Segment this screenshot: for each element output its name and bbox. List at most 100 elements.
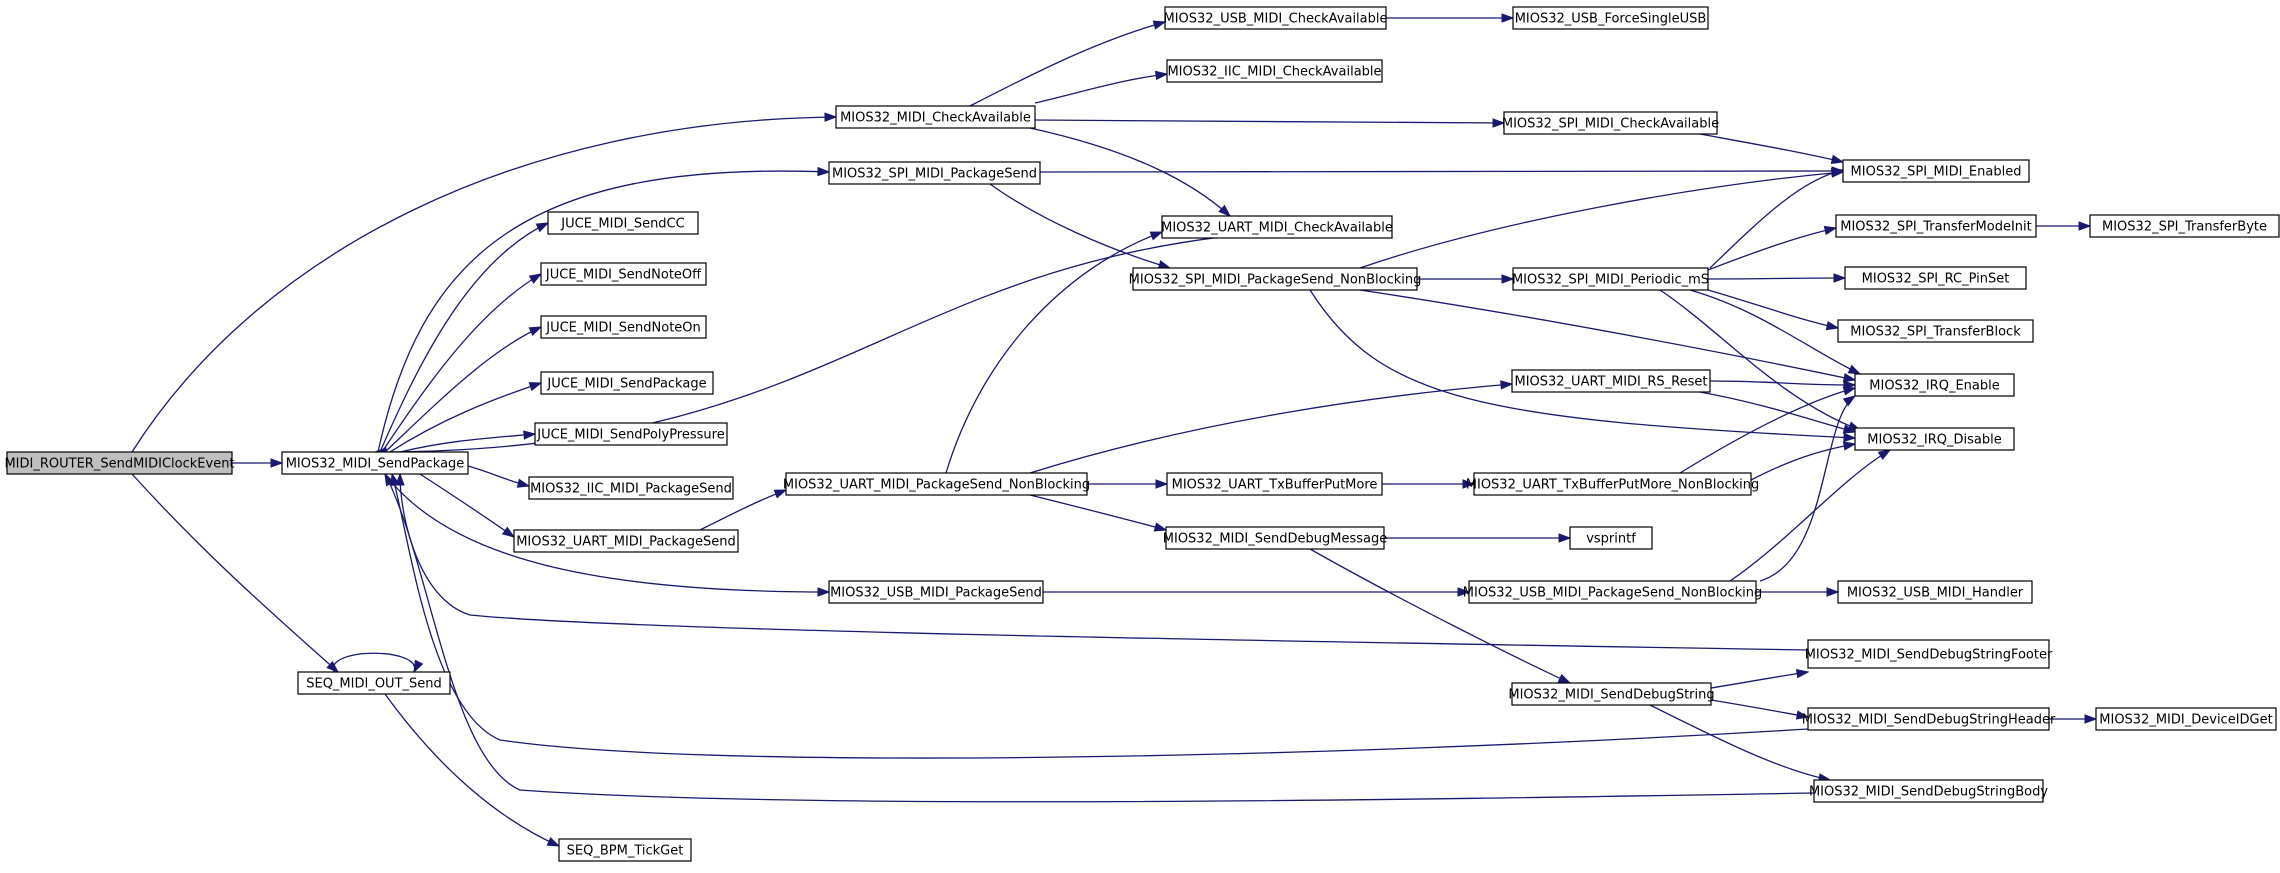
node-spipkgnb[interactable]: MIOS32_SPI_MIDI_PackageSend_NonBlocking (1129, 267, 1422, 291)
arrowhead (1149, 231, 1164, 241)
node-label: MIOS32_SPI_TransferByte (2102, 220, 2267, 235)
node-uartpkgsend[interactable]: MIOS32_UART_MIDI_PackageSend (513, 529, 739, 553)
node-sendpkg[interactable]: MIOS32_MIDI_SendPackage (281, 451, 469, 475)
node-usbpkgnb[interactable]: MIOS32_USB_MIDI_PackageSend_NonBlocking (1463, 580, 1762, 604)
edge-spipkgnb-to-irqdisable (1309, 289, 1857, 443)
node-bpm[interactable]: SEQ_BPM_TickGet (558, 838, 692, 862)
node-seqout[interactable]: SEQ_MIDI_OUT_Send (297, 671, 451, 695)
node-uarttxmore[interactable]: MIOS32_UART_TxBufferPutMore (1166, 472, 1383, 496)
edge-line (1699, 391, 1856, 433)
edge-usbcheck-to-usbforce (1386, 13, 1515, 23)
node-label: MIDI_ROUTER_SendMIDIClockEvent (4, 457, 234, 472)
arrowhead (1843, 432, 1857, 443)
node-iiccheck[interactable]: MIOS32_IIC_MIDI_CheckAvailable (1166, 59, 1383, 83)
node-label: MIOS32_SPI_MIDI_CheckAvailable (1502, 117, 1719, 132)
edge-line (384, 326, 542, 453)
node-header[interactable]: MIOS32_MIDI_SendDebugStringHeader (1802, 707, 2056, 731)
node-jucecc[interactable]: JUCE_MIDI_SendCC (547, 211, 699, 235)
node-footer[interactable]: MIOS32_MIDI_SendDebugStringFooter (1805, 639, 2053, 669)
edge-line (1309, 289, 1856, 439)
node-label: MIOS32_MIDI_SendDebugStringBody (1809, 785, 2048, 800)
node-box (2089, 214, 2280, 238)
node-box (1837, 580, 2033, 604)
node-checkavail[interactable]: MIOS32_MIDI_CheckAvailable (835, 105, 1036, 129)
edge-line (389, 382, 542, 453)
node-irqdisable[interactable]: MIOS32_IRQ_Disable (1854, 427, 2015, 451)
node-usbhandler[interactable]: MIOS32_USB_MIDI_Handler (1837, 580, 2033, 604)
node-label: MIOS32_IIC_MIDI_CheckAvailable (1167, 65, 1381, 80)
edge-footer-to-sendpkg (395, 472, 1809, 651)
edge-usbpkgnb-to-usbhandler (1756, 587, 1840, 597)
edge-uartrsreset-to-irqdisable (1699, 391, 1857, 434)
node-usbcheck[interactable]: MIOS32_USB_MIDI_CheckAvailable (1164, 6, 1388, 30)
edge-spiperiodic-to-spitransinit (1707, 225, 1838, 271)
node-usbforce[interactable]: MIOS32_USB_ForceSingleUSB (1512, 6, 1709, 30)
node-spicheck[interactable]: MIOS32_SPI_MIDI_CheckAvailable (1502, 111, 1719, 135)
node-uartpkgnb[interactable]: MIOS32_UART_MIDI_PackageSend_NonBlocking (783, 472, 1090, 496)
node-spitransbyte[interactable]: MIOS32_SPI_TransferByte (2089, 214, 2280, 238)
node-label: MIOS32_MIDI_SendPackage (286, 457, 465, 472)
node-senddebugstr[interactable]: MIOS32_MIDI_SendDebugString (1508, 682, 1715, 706)
arrowhead (528, 326, 543, 337)
node-box (1842, 159, 2030, 183)
node-box (540, 262, 707, 286)
edge-uartpkgnb-to-uartrsreset (1029, 380, 1514, 474)
arrowhead (1500, 380, 1514, 390)
node-box (1854, 373, 2015, 397)
node-uartrsreset[interactable]: MIOS32_UART_MIDI_RS_Reset (1511, 369, 1711, 393)
node-label: MIOS32_UART_TxBufferPutMore (1172, 478, 1378, 493)
arrowhead (1501, 274, 1515, 284)
edge-usbpkgsend-to-usbpkgnb (1043, 587, 1471, 597)
node-box (1165, 526, 1385, 550)
node-vsprintf[interactable]: vsprintf (1569, 526, 1653, 550)
node-deviceid[interactable]: MIOS32_MIDI_DeviceIDGet (2095, 707, 2277, 731)
node-label: MIOS32_MIDI_DeviceIDGet (2099, 713, 2272, 728)
arrowhead (1492, 118, 1506, 128)
node-jucepkg[interactable]: JUCE_MIDI_SendPackage (540, 371, 714, 395)
edge-sendpkg-to-jucepoly (399, 430, 537, 453)
node-router[interactable]: MIDI_ROUTER_SendMIDIClockEvent (4, 451, 235, 475)
node-usbpkgsend[interactable]: MIOS32_USB_MIDI_PackageSend (828, 580, 1044, 604)
edge-checkavail-to-iiccheck (1034, 70, 1169, 104)
node-box (835, 105, 1036, 129)
arrowhead (413, 659, 424, 674)
edge-line (1707, 227, 1837, 271)
node-spiperiodic[interactable]: MIOS32_SPI_MIDI_Periodic_mS (1512, 267, 1709, 291)
node-label: MIOS32_USB_MIDI_Handler (1847, 586, 2024, 601)
node-body[interactable]: MIOS32_MIDI_SendDebugStringBody (1809, 779, 2048, 803)
node-spircpin[interactable]: MIOS32_SPI_RC_PinSet (1844, 266, 2027, 290)
node-jucenoteoff[interactable]: JUCE_MIDI_SendNoteOff (540, 262, 707, 286)
node-box (534, 422, 728, 446)
node-iicpkgsend[interactable]: MIOS32_IIC_MIDI_PackageSend (528, 476, 734, 500)
edge-header-to-sendpkg (390, 472, 1809, 759)
arrowhead (1457, 587, 1471, 597)
edge-line (384, 473, 830, 593)
arrowhead (1795, 710, 1810, 720)
arrowhead (2078, 221, 2092, 231)
node-irqenable[interactable]: MIOS32_IRQ_Enable (1854, 373, 2015, 397)
arrowhead (528, 382, 543, 392)
node-jucepoly[interactable]: JUCE_MIDI_SendPolyPressure (534, 422, 728, 446)
node-label: MIOS32_USB_MIDI_CheckAvailable (1164, 12, 1388, 27)
node-spitransinit[interactable]: MIOS32_SPI_TransferModeInit (1835, 214, 2037, 238)
node-uarttxmorenb[interactable]: MIOS32_UART_TxBufferPutMore_NonBlocking (1466, 472, 1759, 496)
arrowhead (1153, 522, 1168, 532)
node-spienabled[interactable]: MIOS32_SPI_MIDI_Enabled (1842, 159, 2030, 183)
edge-line (131, 473, 339, 673)
node-box (1569, 526, 1653, 550)
arrowhead (1847, 364, 1862, 375)
edge-sendpkg-to-jucenoteoff (381, 273, 543, 453)
node-box (1807, 639, 2050, 669)
node-box (281, 451, 469, 475)
node-label: MIOS32_MIDI_SendDebugString (1508, 688, 1714, 703)
node-spitransblock[interactable]: MIOS32_SPI_TransferBlock (1837, 319, 2034, 343)
node-senddebugmsg[interactable]: MIOS32_MIDI_SendDebugMessage (1163, 526, 1387, 550)
node-uartcheck[interactable]: MIOS32_UART_MIDI_CheckAvailable (1161, 215, 1393, 239)
node-label: MIOS32_SPI_TransferModeInit (1840, 220, 2031, 235)
edge-spipkgnb-to-irqenable (1359, 289, 1857, 383)
node-spipkgsend[interactable]: MIOS32_SPI_MIDI_PackageSend (828, 161, 1041, 185)
node-jucenoteon[interactable]: JUCE_MIDI_SendNoteOn (540, 315, 707, 339)
node-box (1164, 6, 1387, 30)
node-box (1166, 59, 1383, 83)
node-box (547, 211, 699, 235)
